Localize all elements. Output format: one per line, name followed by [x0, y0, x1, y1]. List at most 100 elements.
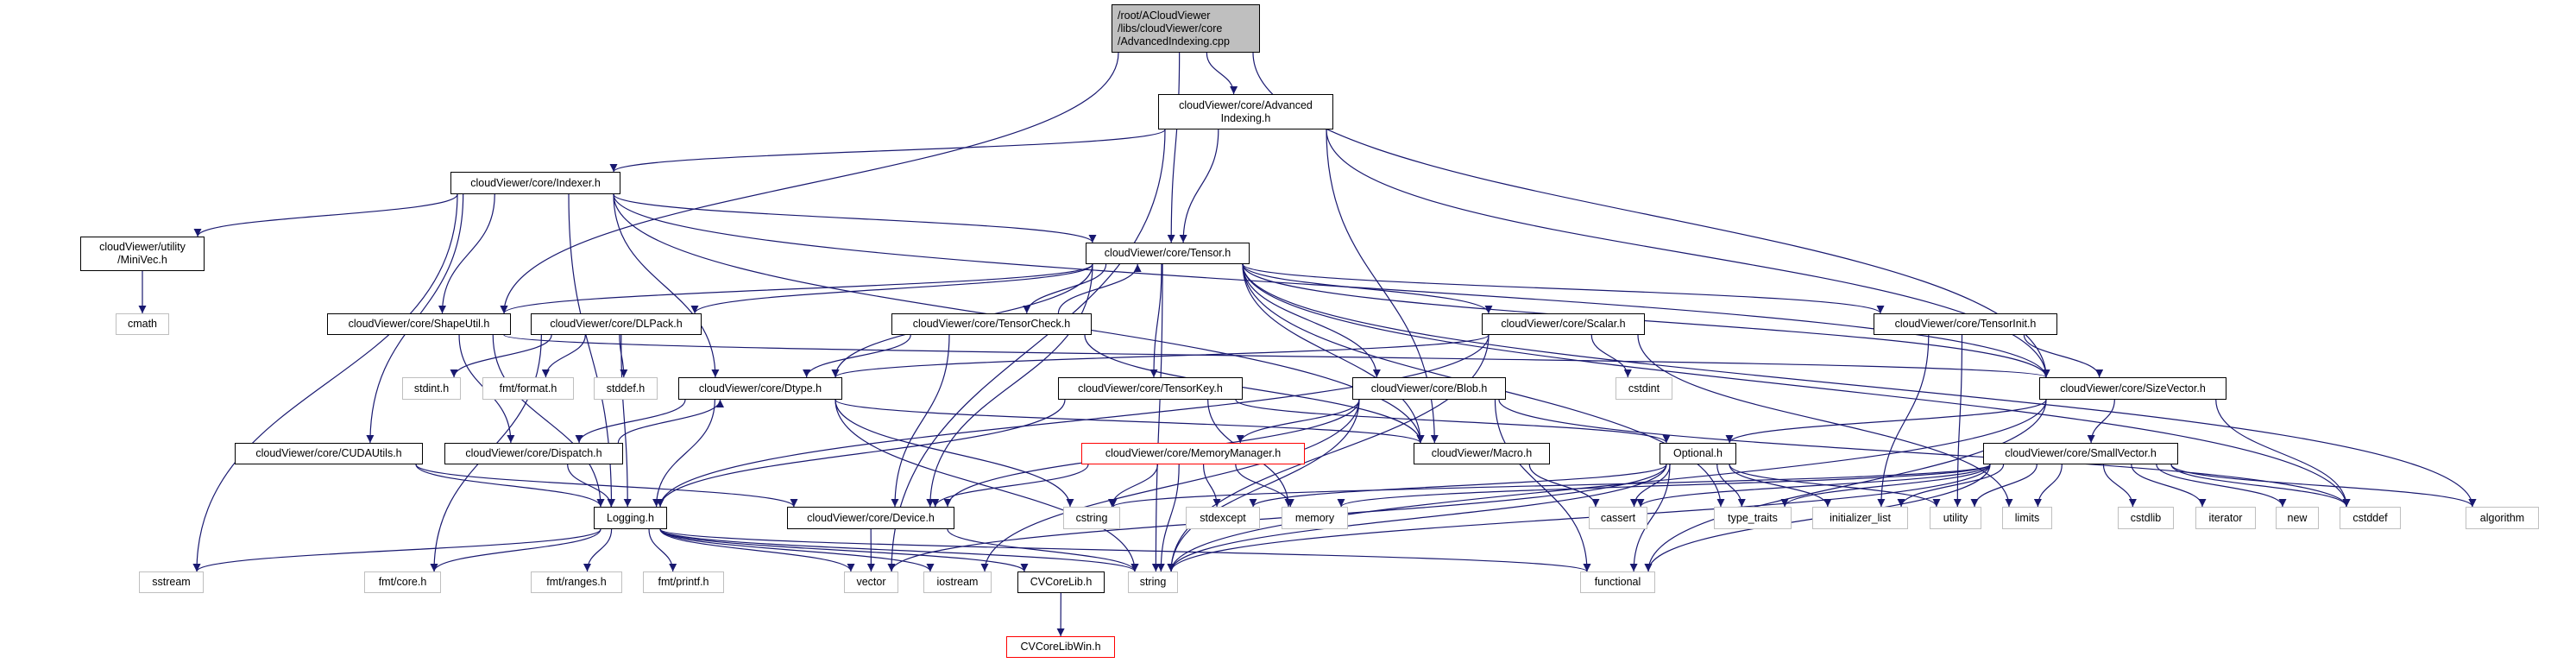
- edge-tensor-to-algorithm: [1242, 263, 2477, 508]
- edge-smallvector-to-iterator: [2131, 464, 2207, 508]
- edge-logging-to-vector: [659, 528, 855, 572]
- node-iterator: iterator: [2195, 507, 2256, 529]
- edge-tensor-to-tensorcheck: [1023, 263, 1107, 314]
- node-cudautils[interactable]: cloudViewer/core/CUDAUtils.h: [235, 443, 423, 464]
- edge-indexer-to-dtype: [613, 193, 720, 378]
- node-tensorkey[interactable]: cloudViewer/core/TensorKey.h: [1058, 377, 1243, 400]
- node-label: utility: [1943, 511, 1968, 524]
- edge-tensorcheck-to-dtype: [803, 334, 911, 378]
- node-label: stdexcept: [1200, 511, 1246, 524]
- node-vector: vector: [844, 571, 898, 593]
- node-fmtcore: fmt/core.h: [364, 571, 441, 593]
- node-cmath: cmath: [116, 313, 169, 335]
- edge-tensor-to-cstddef: [1242, 263, 2351, 508]
- node-optional[interactable]: Optional.h: [1660, 443, 1736, 464]
- edge-dlpack-to-logging: [620, 334, 632, 508]
- edge-memmgr-to-memory: [1235, 464, 1294, 508]
- edge-blob-to-string: [1167, 399, 1360, 572]
- node-label: fmt/printf.h: [658, 576, 709, 588]
- edge-tensor-to-shapeutil: [500, 263, 1093, 314]
- node-blob[interactable]: cloudViewer/core/Blob.h: [1352, 377, 1506, 400]
- edge-root-to-tensor: [1167, 52, 1181, 243]
- edge-scalar-to-limits: [1637, 334, 2013, 508]
- node-macro[interactable]: cloudViewer/Macro.h: [1414, 443, 1550, 464]
- edge-logging-to-iostream: [659, 528, 935, 572]
- edge-blob-to-cstddef: [1498, 399, 2351, 508]
- node-smallvector[interactable]: cloudViewer/core/SmallVector.h: [1983, 443, 2178, 464]
- node-new: new: [2276, 507, 2319, 529]
- node-logging[interactable]: Logging.h: [594, 507, 667, 529]
- node-label: Optional.h: [1673, 447, 1723, 459]
- edge-smallvector-to-cstdlib: [2102, 464, 2137, 508]
- edge-dtype-to-string: [835, 399, 1139, 572]
- node-dispatch[interactable]: cloudViewer/core/Dispatch.h: [444, 443, 623, 464]
- node-iostream: iostream: [923, 571, 992, 593]
- node-root[interactable]: /root/ACloudViewer /libs/cloudViewer/cor…: [1112, 4, 1260, 53]
- edge-smallvector-to-cstring: [1109, 464, 1991, 508]
- edge-optional-to-type_traits: [1716, 464, 1746, 508]
- edge-tensorinit-to-sizevector: [2023, 334, 2104, 378]
- edge-shapeutil-to-sizevector: [503, 334, 2050, 378]
- edge-dtype-to-macro: [835, 399, 1425, 444]
- edge-dlpack-to-stdint: [450, 334, 552, 378]
- edge-blob-to-iostream: [980, 399, 1360, 572]
- node-tensorcheck[interactable]: cloudViewer/core/TensorCheck.h: [891, 313, 1092, 335]
- node-sizevector[interactable]: cloudViewer/core/SizeVector.h: [2039, 377, 2226, 400]
- node-tensorinit[interactable]: cloudViewer/core/TensorInit.h: [1874, 313, 2057, 335]
- edge-dtype-to-logging: [652, 399, 715, 508]
- edge-memmgr-to-device: [931, 464, 1089, 508]
- edge-smallvector-to-limits: [2033, 464, 2063, 508]
- node-label: cloudViewer/Macro.h: [1431, 447, 1533, 459]
- edge-dispatch-to-logging: [567, 464, 615, 508]
- edge-indexer-to-sstream: [192, 193, 458, 572]
- node-label: cloudViewer/core/TensorInit.h: [1894, 318, 2037, 330]
- node-memmgr[interactable]: cloudViewer/core/MemoryManager.h: [1081, 443, 1305, 464]
- edge-sizevector-to-cstddef: [2215, 399, 2351, 508]
- edge-tensor-to-tensorinit: [1242, 263, 1885, 314]
- edge-cudautils-to-device: [415, 464, 798, 508]
- node-label: initializer_list: [1830, 511, 1891, 524]
- node-label: fmt/format.h: [499, 382, 557, 395]
- node-tensor[interactable]: cloudViewer/core/Tensor.h: [1086, 243, 1250, 264]
- node-cvcorelibwin[interactable]: CVCoreLibWin.h: [1006, 636, 1115, 658]
- node-device[interactable]: cloudViewer/core/Device.h: [787, 507, 954, 529]
- node-indexer[interactable]: cloudViewer/core/Indexer.h: [450, 172, 620, 194]
- node-cvcorelib[interactable]: CVCoreLib.h: [1017, 571, 1105, 593]
- edge-sizevector-to-functional: [1644, 399, 2047, 572]
- node-label: cloudViewer/core/TensorCheck.h: [912, 318, 1071, 330]
- edge-smallvector-to-memory: [1337, 464, 1991, 508]
- node-label: type_traits: [1728, 511, 1778, 524]
- edge-indexer-to-shapeutil: [438, 193, 495, 314]
- edge-dlpack-to-fmtformat: [541, 334, 586, 378]
- edge-sizevector-to-smallvector: [2087, 399, 2115, 444]
- edge-optional-to-vector: [887, 464, 1667, 572]
- edge-smallvector-to-cassert: [1636, 464, 1991, 508]
- edge-indexer-to-sizevector: [613, 193, 2050, 378]
- node-string: string: [1128, 571, 1178, 593]
- node-stddef: stddef.h: [594, 377, 658, 400]
- node-minivec[interactable]: cloudViewer/utility /MiniVec.h: [80, 237, 205, 271]
- node-cassert: cassert: [1589, 507, 1647, 529]
- node-label: cloudViewer/core/ShapeUtil.h: [348, 318, 490, 330]
- edge-tensorcheck-to-tensor: [1057, 263, 1142, 314]
- node-label: cloudViewer/core/SizeVector.h: [2060, 382, 2206, 395]
- edge-logging-to-fmtprintf: [648, 528, 677, 572]
- edge-smallvector-to-utility: [1970, 464, 2037, 508]
- node-adv[interactable]: cloudViewer/core/Advanced Indexing.h: [1158, 94, 1333, 129]
- node-label: stddef.h: [606, 382, 646, 395]
- node-shapeutil[interactable]: cloudViewer/core/ShapeUtil.h: [327, 313, 511, 335]
- edge-logging-to-sstream: [192, 528, 601, 572]
- edge-tensor-to-dlpack: [690, 263, 1093, 314]
- node-dlpack[interactable]: cloudViewer/core/DLPack.h: [531, 313, 702, 335]
- node-label: cloudViewer/core/DLPack.h: [550, 318, 683, 330]
- edge-logging-to-fmtranges: [583, 528, 613, 572]
- node-dtype[interactable]: cloudViewer/core/Dtype.h: [678, 377, 842, 400]
- node-stdexcept: stdexcept: [1186, 507, 1260, 529]
- edge-tensor-to-device: [926, 263, 1093, 508]
- node-scalar[interactable]: cloudViewer/core/Scalar.h: [1482, 313, 1645, 335]
- node-label: sstream: [152, 576, 191, 588]
- edge-dtype-to-cstring: [835, 399, 1074, 508]
- node-label: new: [2287, 511, 2308, 524]
- node-label: cstring: [1075, 511, 1108, 524]
- node-type_traits: type_traits: [1714, 507, 1792, 529]
